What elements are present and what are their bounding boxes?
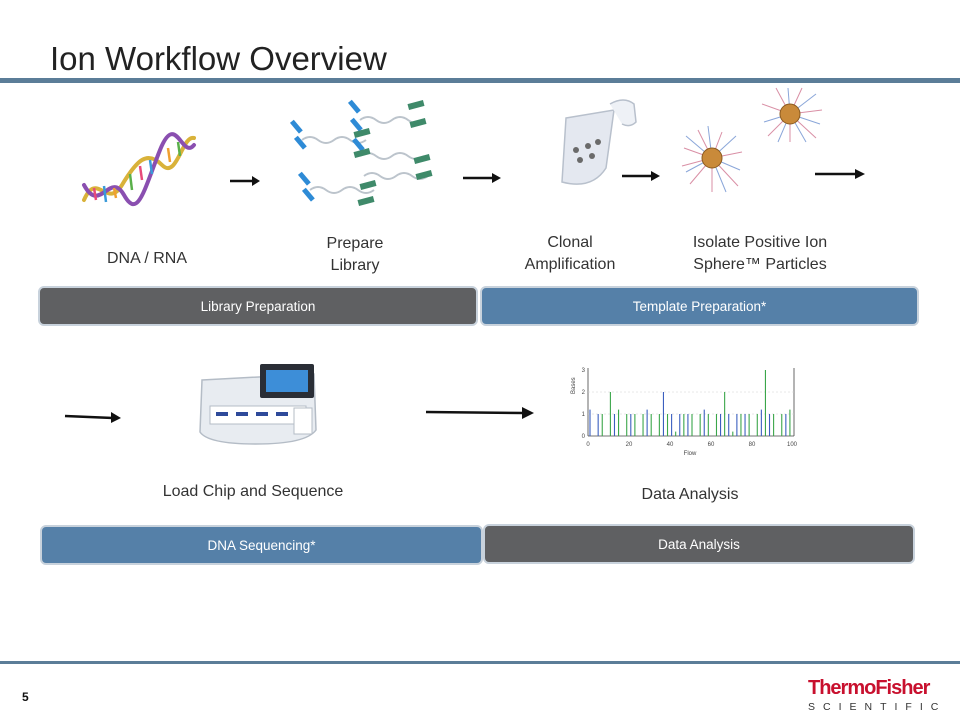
arrow-right-icon bbox=[425, 407, 534, 419]
ionogram-y-tick: 2 bbox=[582, 390, 586, 396]
ionogram-y-tick: 3 bbox=[582, 368, 586, 374]
arrow-right-icon bbox=[622, 171, 660, 181]
ionogram-x-tick: 0 bbox=[586, 442, 590, 448]
ion-sphere-particles-icon bbox=[681, 87, 823, 193]
thermo-fisher-logo: ThermoFisher SCIENTIFIC bbox=[808, 678, 942, 714]
arrow-right-icon bbox=[64, 412, 121, 423]
step-label-line: Prepare bbox=[326, 235, 384, 252]
ionogram-x-tick: 100 bbox=[787, 442, 798, 448]
phase-bar-library-preparation: Library Preparation bbox=[38, 286, 478, 326]
step-label-line: Sphere™ Particles bbox=[693, 256, 827, 273]
step-label-isolate-particles: Isolate Positive Ion Sphere™ Particles bbox=[665, 232, 855, 276]
step-label-line: Isolate Positive Ion bbox=[692, 234, 828, 251]
sequencer-instrument-icon bbox=[199, 364, 317, 445]
ionogram-y-label: Bases bbox=[571, 377, 577, 394]
ionogram-plot: Bases 0 1 2 3 0 20 40 60 80 100 Flow bbox=[571, 368, 798, 457]
step-label-data-analysis: Data Analysis bbox=[641, 486, 739, 503]
footer-divider bbox=[0, 661, 960, 664]
step-label-dna-rna: DNA / RNA bbox=[106, 250, 187, 267]
step-label-line: Amplification bbox=[524, 256, 616, 273]
ionogram-x-label: Flow bbox=[684, 451, 697, 457]
page-number: 5 bbox=[22, 690, 29, 704]
phase-bar-dna-sequencing: DNA Sequencing* bbox=[40, 525, 483, 565]
ionogram-y-tick: 0 bbox=[582, 434, 586, 440]
reaction-tube-icon bbox=[561, 99, 637, 185]
logo-wordmark: ThermoFisher bbox=[808, 677, 930, 699]
title-divider bbox=[0, 78, 960, 83]
ionogram-x-tick: 60 bbox=[708, 442, 715, 448]
slide-title: Ion Workflow Overview bbox=[50, 40, 387, 77]
phase-bar-data-analysis: Data Analysis bbox=[483, 524, 915, 564]
ionogram-y-tick: 1 bbox=[582, 412, 586, 418]
step-label-line: Clonal bbox=[547, 234, 593, 251]
arrow-right-icon bbox=[230, 176, 260, 186]
ionogram-x-tick: 40 bbox=[667, 442, 674, 448]
logo-subtitle: SCIENTIFIC bbox=[808, 701, 947, 713]
step-label-clonal-amplification: Clonal Amplification bbox=[505, 232, 635, 276]
arrow-right-icon bbox=[463, 173, 501, 183]
phase-bar-template-preparation: Template Preparation* bbox=[480, 286, 919, 326]
library-fragments-icon bbox=[289, 99, 433, 206]
ionogram-x-tick: 20 bbox=[626, 442, 633, 448]
ionogram-bars bbox=[589, 370, 791, 436]
dna-helix-icon bbox=[82, 132, 196, 207]
step-label-prepare-library: Prepare Library bbox=[300, 233, 410, 277]
step-label-line: Library bbox=[330, 257, 380, 274]
ionogram-x-tick: 80 bbox=[749, 442, 756, 448]
arrow-right-icon bbox=[815, 169, 865, 179]
step-label-load-chip: Load Chip and Sequence bbox=[162, 483, 344, 500]
